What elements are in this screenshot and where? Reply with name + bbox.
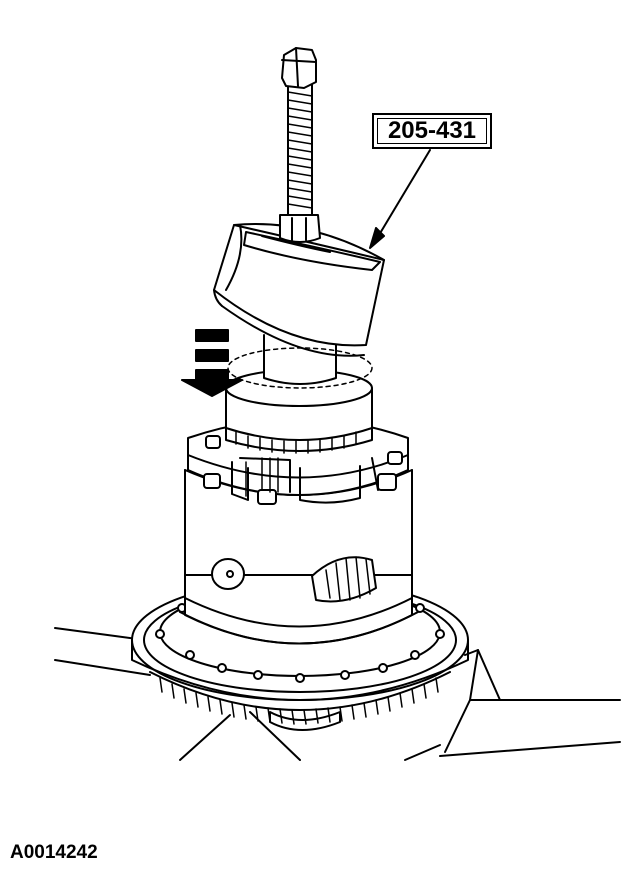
fixture-rails — [54, 627, 621, 761]
differential-case — [179, 469, 419, 645]
installer-cup — [213, 223, 385, 357]
callout-inner-border — [377, 118, 487, 144]
figure-id: A0014242 — [10, 842, 98, 863]
callout-leader — [369, 149, 431, 249]
forcing-screw — [279, 47, 321, 243]
press-direction-arrow — [181, 329, 243, 397]
tool-callout: 205-431 — [372, 113, 492, 149]
press-stem — [263, 334, 337, 385]
tool-number-label: 205-431 — [387, 117, 477, 144]
